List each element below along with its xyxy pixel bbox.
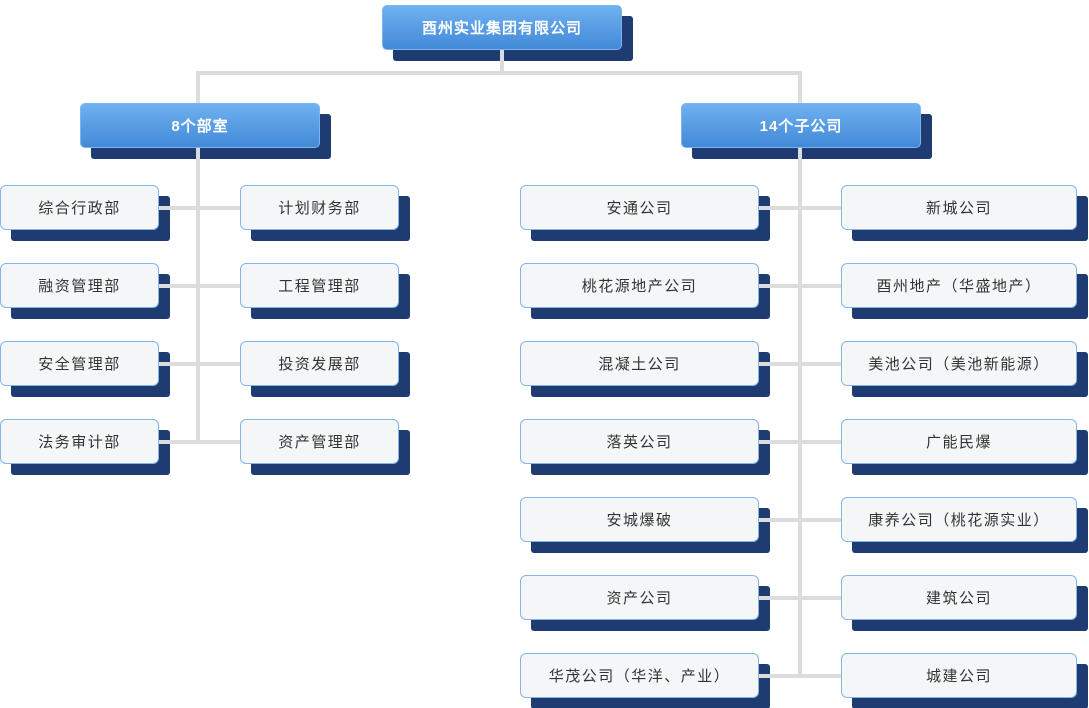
subsidiary-node: 美池公司（美池新能源） xyxy=(841,341,1088,397)
dept-node-label: 融资管理部 xyxy=(0,263,159,308)
connector-row xyxy=(759,362,841,366)
subsidiary-node-label: 康养公司（桃花源实业） xyxy=(841,497,1077,542)
dept-node: 综合行政部 xyxy=(0,185,170,241)
dept-node: 法务审计部 xyxy=(0,419,170,475)
dept-node-label: 工程管理部 xyxy=(240,263,399,308)
root-node-label: 酉州实业集团有限公司 xyxy=(382,5,622,50)
connector-branch-leg xyxy=(798,71,802,103)
connector-trunk xyxy=(798,148,802,678)
dept-node: 融资管理部 xyxy=(0,263,170,319)
subsidiary-node-label: 安城爆破 xyxy=(520,497,759,542)
subsidiary-node: 酉州地产（华盛地产） xyxy=(841,263,1088,319)
branch-node-1-label: 14个子公司 xyxy=(681,103,921,148)
subsidiary-node: 安城爆破 xyxy=(520,497,770,553)
connector-main-horizontal xyxy=(196,71,802,75)
connector-root-stem xyxy=(500,50,504,75)
dept-node: 安全管理部 xyxy=(0,341,170,397)
subsidiary-node-label: 新城公司 xyxy=(841,185,1077,230)
dept-node: 资产管理部 xyxy=(240,419,410,475)
branch-node-0-label: 8个部室 xyxy=(80,103,320,148)
connector-branch-leg xyxy=(196,71,200,103)
connector-trunk xyxy=(196,148,200,444)
dept-node: 工程管理部 xyxy=(240,263,410,319)
subsidiary-node: 广能民爆 xyxy=(841,419,1088,475)
subsidiary-node: 康养公司（桃花源实业） xyxy=(841,497,1088,553)
subsidiary-node: 城建公司 xyxy=(841,653,1088,708)
subsidiary-node-label: 美池公司（美池新能源） xyxy=(841,341,1077,386)
dept-node-label: 综合行政部 xyxy=(0,185,159,230)
connector-row xyxy=(159,206,240,210)
subsidiary-node-label: 资产公司 xyxy=(520,575,759,620)
dept-node: 投资发展部 xyxy=(240,341,410,397)
subsidiary-node: 落英公司 xyxy=(520,419,770,475)
connector-row xyxy=(759,596,841,600)
subsidiary-node-label: 落英公司 xyxy=(520,419,759,464)
dept-node: 计划财务部 xyxy=(240,185,410,241)
connector-row xyxy=(759,284,841,288)
subsidiary-node-label: 安通公司 xyxy=(520,185,759,230)
subsidiary-node: 华茂公司（华洋、产业） xyxy=(520,653,770,708)
root-node: 酉州实业集团有限公司 xyxy=(382,5,633,61)
dept-node-label: 安全管理部 xyxy=(0,341,159,386)
subsidiary-node: 安通公司 xyxy=(520,185,770,241)
dept-node-label: 计划财务部 xyxy=(240,185,399,230)
connector-row xyxy=(759,206,841,210)
subsidiary-node: 资产公司 xyxy=(520,575,770,631)
subsidiary-node: 新城公司 xyxy=(841,185,1088,241)
subsidiary-node-label: 酉州地产（华盛地产） xyxy=(841,263,1077,308)
connector-row xyxy=(759,440,841,444)
subsidiary-node: 混凝土公司 xyxy=(520,341,770,397)
subsidiary-node-label: 华茂公司（华洋、产业） xyxy=(520,653,759,698)
subsidiary-node-label: 混凝土公司 xyxy=(520,341,759,386)
subsidiary-node-label: 广能民爆 xyxy=(841,419,1077,464)
subsidiary-node: 桃花源地产公司 xyxy=(520,263,770,319)
connector-row xyxy=(759,518,841,522)
connector-row xyxy=(159,284,240,288)
dept-node-label: 资产管理部 xyxy=(240,419,399,464)
subsidiary-node-label: 桃花源地产公司 xyxy=(520,263,759,308)
dept-node-label: 投资发展部 xyxy=(240,341,399,386)
connector-row xyxy=(159,440,240,444)
subsidiary-node-label: 建筑公司 xyxy=(841,575,1077,620)
branch-node-1: 14个子公司 xyxy=(681,103,932,159)
subsidiary-node: 建筑公司 xyxy=(841,575,1088,631)
dept-node-label: 法务审计部 xyxy=(0,419,159,464)
connector-row xyxy=(159,362,240,366)
branch-node-0: 8个部室 xyxy=(80,103,331,159)
subsidiary-node-label: 城建公司 xyxy=(841,653,1077,698)
connector-row xyxy=(759,674,841,678)
